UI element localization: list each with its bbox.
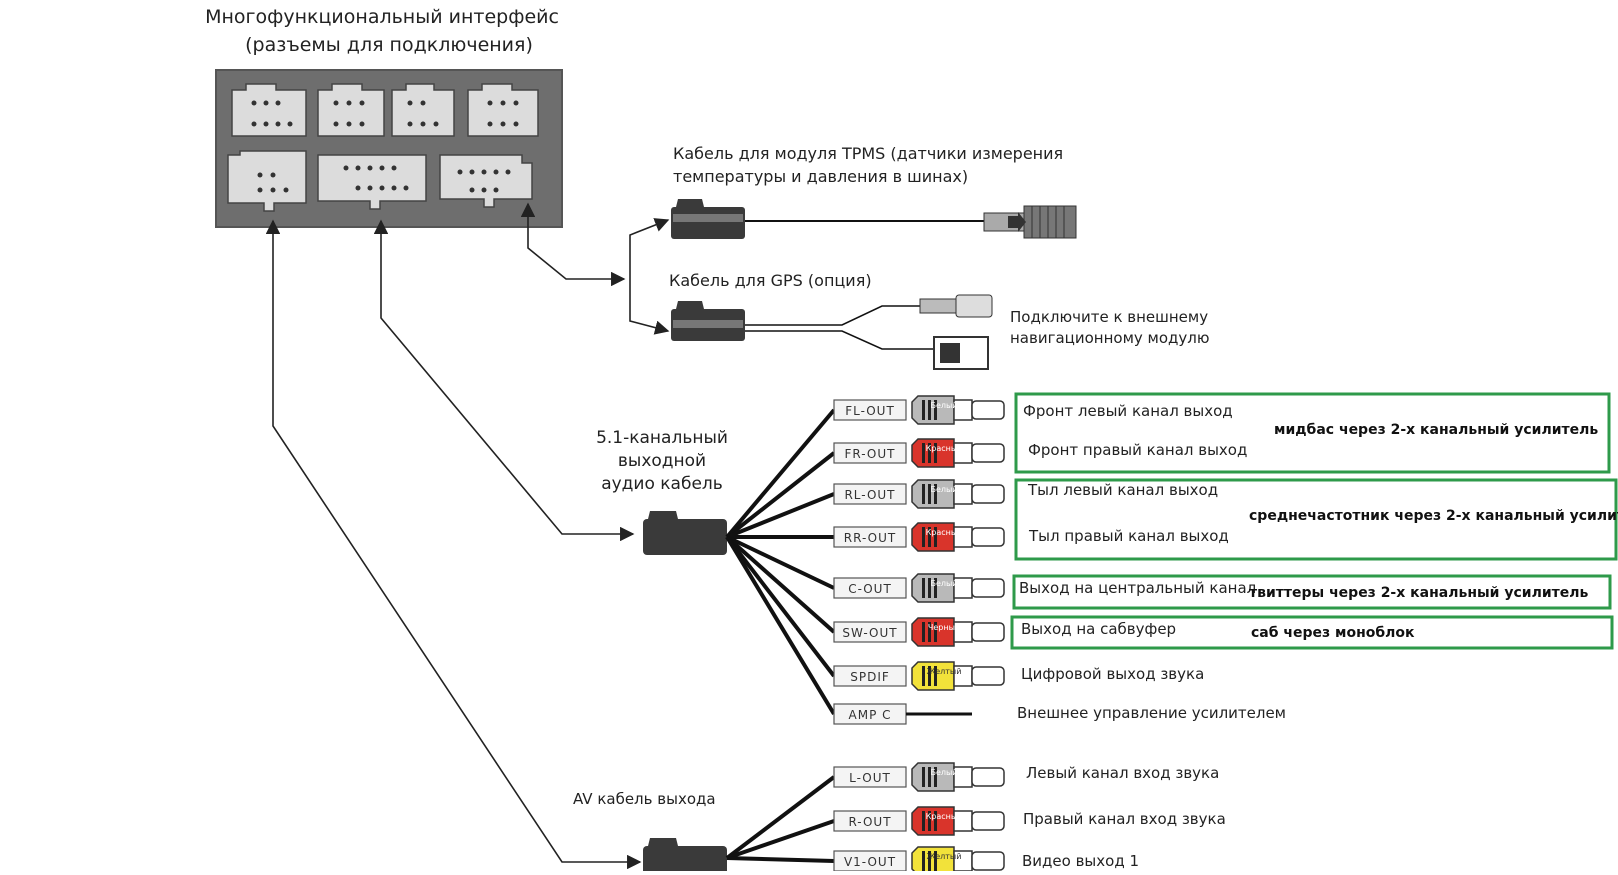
connector-socket-1	[231, 83, 307, 137]
av-cable-hub	[643, 838, 727, 875]
plug-description: Внешнее управление усилителем	[1017, 704, 1286, 722]
plug-tag-label: SPDIF	[850, 670, 890, 684]
plug-color-label: Белый	[930, 768, 957, 777]
plug-description: Фронт правый канал выход	[1028, 441, 1247, 459]
plug-color-label: Красный	[926, 812, 963, 821]
sub-note: саб через моноблок	[1251, 625, 1415, 641]
sub-note-box	[1010, 615, 1614, 650]
gps-connect-line-1: Подключите к внешнему	[1010, 308, 1208, 326]
connector-socket-4	[467, 83, 539, 137]
plug-description: Правый канал вход звука	[1023, 810, 1226, 828]
plug-tag-label: L-OUT	[849, 771, 891, 785]
plug-color-label: Красный	[926, 528, 963, 537]
audio-cable-label-line-1: 5.1-канальный	[596, 428, 728, 448]
plug-tag	[833, 810, 907, 832]
plug-tag-label: FL-OUT	[845, 404, 895, 418]
plug-tag-label: RR-OUT	[844, 531, 896, 545]
rca-plug: FL-OUT Белый Фронт левый канал выход	[833, 395, 1233, 425]
rca-plug: RR-OUT Красный Тыл правый канал выход	[833, 522, 1229, 552]
front-note: мидбас через 2-х канальный усилитель	[1274, 422, 1598, 438]
plug-color-label: Белый	[930, 401, 957, 410]
plug-description: Фронт левый канал выход	[1023, 402, 1233, 420]
rca-plug: L-OUT Белый Левый канал вход звука	[833, 762, 1219, 792]
title-line-1: Многофункциональный интерфейс	[205, 6, 559, 28]
rear-note-box	[1014, 478, 1618, 561]
audio-cable-label-line-2: выходной	[618, 451, 706, 471]
plug-tag-label: AMP C	[849, 708, 892, 722]
audio-cable-label-line-3: аудио кабель	[601, 474, 723, 494]
arrow-to-gps	[629, 279, 670, 335]
plug-color-label: Белый	[930, 579, 957, 588]
av-cable-label: AV кабель выхода	[573, 790, 716, 808]
plug-tag	[833, 665, 907, 687]
plug-tag	[833, 483, 907, 505]
plug-description: Видео выход 1	[1022, 852, 1139, 870]
arrow-to-tpms	[629, 218, 670, 279]
rca-plug: V1-OUT Желтый Видео выход 1	[833, 846, 1139, 875]
plug-tag	[833, 621, 907, 643]
rca-plug: SPDIF Желтый Цифровой выход звука	[833, 661, 1204, 691]
plug-color-label: Желтый	[927, 852, 962, 861]
audio-plugs: FL-OUT Белый Фронт левый канал выходFR-OUT…	[833, 395, 1286, 725]
plug-tag	[833, 526, 907, 548]
plug-tag-label: V1-OUT	[844, 855, 896, 869]
rca-plug: AMP C Внешнее управление усилителем	[833, 703, 1286, 725]
connector-socket-5	[227, 150, 307, 212]
connector-socket-2	[317, 83, 385, 137]
rca-plug: FR-OUT Красный Фронт правый канал выход	[833, 438, 1247, 468]
plug-tag	[833, 577, 907, 599]
av-wires	[725, 775, 836, 863]
plug-color-label: Желтый	[927, 667, 962, 676]
plug-tag-label: C-OUT	[848, 582, 892, 596]
tpms-label-line-1: Кабель для модуля TPMS (датчики измерени…	[673, 144, 1063, 163]
front-note-box	[1014, 392, 1611, 474]
plug-color-label: Белый	[930, 485, 957, 494]
center-note-box	[1012, 574, 1612, 610]
rca-plug: RL-OUT Белый Тыл левый канал выход	[833, 479, 1218, 509]
rear-note: среднечастотник через 2-х канальный усил…	[1249, 508, 1618, 524]
gps-label: Кабель для GPS (опция)	[669, 271, 872, 290]
plug-description: Тыл правый канал выход	[1028, 527, 1229, 545]
gps-connect-line-2: навигационному модулю	[1010, 329, 1210, 347]
audio-cable-hub	[643, 511, 727, 555]
plug-tag-label: FR-OUT	[845, 447, 896, 461]
plug-color-label: Черный	[928, 623, 960, 632]
tpms-cable	[671, 199, 1077, 239]
plug-description: Выход на сабвуфер	[1021, 620, 1176, 638]
connector-socket-3	[391, 83, 455, 137]
plug-description: Выход на центральный канал	[1019, 579, 1256, 597]
plug-description: Цифровой выход звука	[1021, 665, 1204, 683]
note-boxes	[1010, 392, 1618, 650]
plug-description: Тыл левый канал выход	[1027, 481, 1218, 499]
connector-socket-7	[439, 154, 533, 208]
arrow-to-av-cable	[265, 219, 642, 870]
center-note: твиттеры через 2-х канальный усилитель	[1249, 585, 1589, 601]
plug-color-label: Красный	[926, 444, 963, 453]
gps-cable	[671, 294, 993, 370]
arrow-to-audio-cable	[373, 219, 635, 542]
connector-socket-6	[317, 154, 427, 210]
plug-tag	[833, 442, 907, 464]
plug-description: Левый канал вход звука	[1026, 764, 1219, 782]
plug-tag-label: RL-OUT	[844, 488, 895, 502]
plug-tag-label: R-OUT	[848, 815, 891, 829]
audio-wires	[725, 408, 836, 716]
connector-panel	[215, 69, 563, 228]
rca-plug: C-OUT Белый Выход на центральный канал	[833, 573, 1256, 603]
plug-tag-label: SW-OUT	[842, 626, 897, 640]
rca-plug: R-OUT Красный Правый канал вход звука	[833, 806, 1226, 836]
tpms-label-line-2: температуры и давления в шинах)	[673, 167, 968, 186]
plug-tag	[833, 766, 907, 788]
plug-tag	[833, 399, 907, 421]
title-line-2: (разъемы для подключения)	[245, 34, 533, 56]
rca-plug: SW-OUT Черный Выход на сабвуфер	[833, 617, 1176, 647]
